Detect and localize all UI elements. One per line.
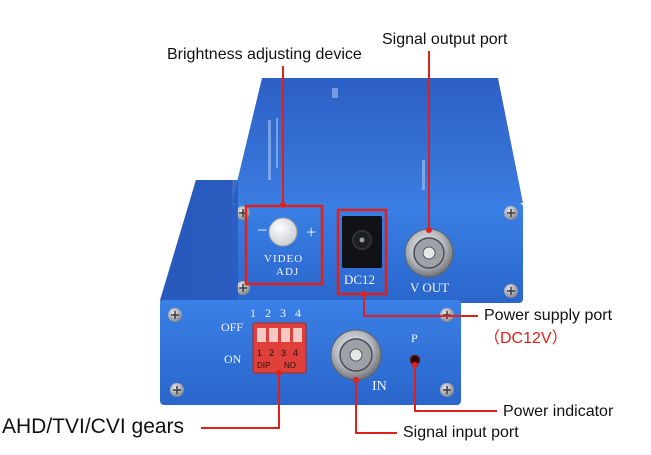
- svg-text:3: 3: [281, 348, 286, 358]
- dip-number-2: 2: [265, 306, 271, 320]
- minus-label: −: [257, 220, 267, 240]
- off-label: OFF: [221, 320, 243, 334]
- front-unit-face: [160, 300, 461, 405]
- callout-brightness: Brightness adjusting device: [167, 46, 362, 63]
- callout-power-supply: Power supply port: [484, 307, 613, 324]
- svg-text:4: 4: [293, 348, 298, 358]
- callout-power-supply-spec: （DC12V）: [484, 330, 568, 347]
- brightness-knob[interactable]: [268, 217, 298, 247]
- in-label: IN: [372, 379, 387, 394]
- video-adj-line2: ADJ: [276, 266, 299, 278]
- dip-bottom-left: DIP: [257, 361, 270, 370]
- dip-toggle-2[interactable]: [269, 328, 278, 342]
- dip-number-4: 4: [295, 306, 301, 320]
- svg-text:1: 1: [257, 348, 262, 358]
- callout-power-indicator: Power indicator: [503, 403, 614, 420]
- dip-number-1: 1: [250, 306, 256, 320]
- svg-text:2: 2: [269, 348, 274, 358]
- dip-bottom-right: NO: [284, 361, 296, 370]
- callout-signal-output: Signal output port: [382, 31, 508, 48]
- callout-lines: [201, 51, 497, 434]
- dip-toggle-4[interactable]: [293, 328, 302, 342]
- p-label: P: [411, 331, 418, 345]
- back-unit-top: [232, 78, 523, 203]
- dip-toggle-1[interactable]: [257, 328, 266, 342]
- callout-dots: [276, 202, 432, 383]
- on-label: ON: [224, 352, 242, 366]
- front-unit: 1 2 3 4 OFF ON 1 2 3 4 DIP NO IN P: [160, 180, 461, 405]
- back-top-print: [268, 88, 425, 190]
- dc12-label: DC12: [344, 272, 375, 287]
- vout-label: V OUT: [410, 280, 449, 295]
- plus-label: +: [306, 222, 316, 242]
- dip-toggle-3[interactable]: [281, 328, 290, 342]
- callout-gears: AHD/TVI/CVI gears: [2, 415, 185, 438]
- back-unit: − + VIDEO ADJ DC12 V OUT: [232, 78, 523, 303]
- dip-number-3: 3: [280, 306, 286, 320]
- video-adj-line1: VIDEO: [264, 253, 303, 265]
- callout-signal-input: Signal input port: [403, 424, 519, 441]
